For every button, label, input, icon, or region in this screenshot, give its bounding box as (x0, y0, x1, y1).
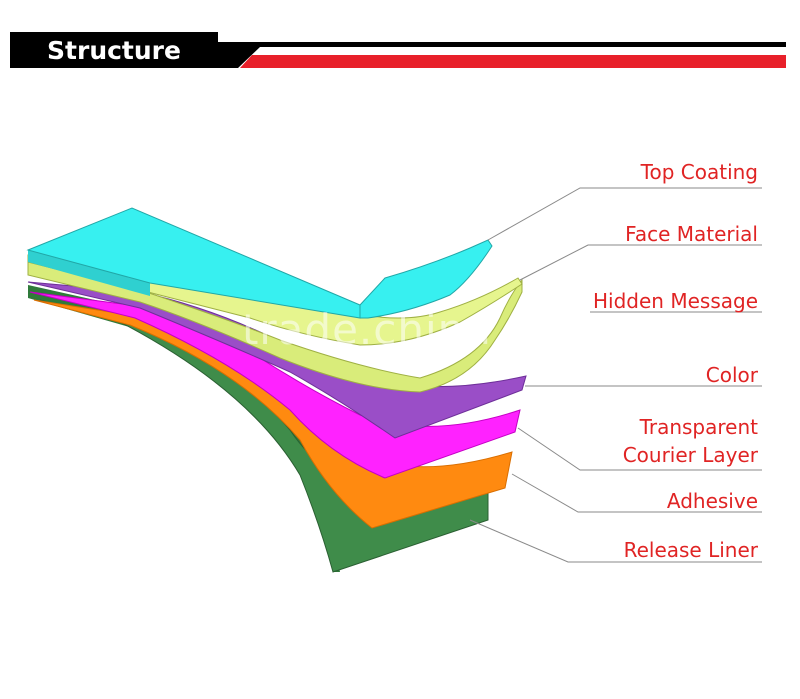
header-black-stripe (218, 42, 786, 68)
top-coating-curl (359, 239, 493, 319)
callout-face-material: Face Material (625, 222, 758, 246)
callout-transparent-line1: Transparent (639, 415, 758, 439)
leader-face-material (519, 244, 762, 281)
color-layer (27, 281, 527, 439)
leader-transparent (517, 427, 762, 471)
header-red-stripe (240, 55, 786, 68)
callout-transparent-line2: Courier Layer (622, 443, 758, 467)
leader-top-coating (487, 187, 762, 241)
leader-adhesive (511, 473, 762, 513)
header-title: Structure (47, 36, 181, 65)
leader-release-liner (469, 519, 762, 563)
section-header (10, 32, 786, 68)
callout-release-liner: Release Liner (623, 538, 758, 562)
top-coating-slab-side (28, 250, 150, 296)
callout-hidden-message: Hidden Message (593, 289, 758, 313)
callout-color: Color (705, 363, 758, 387)
face-material-layer (27, 261, 523, 393)
header-black-tab (10, 32, 218, 68)
callout-top-coating: Top Coating (640, 160, 758, 184)
callout-adhesive: Adhesive (666, 489, 758, 513)
